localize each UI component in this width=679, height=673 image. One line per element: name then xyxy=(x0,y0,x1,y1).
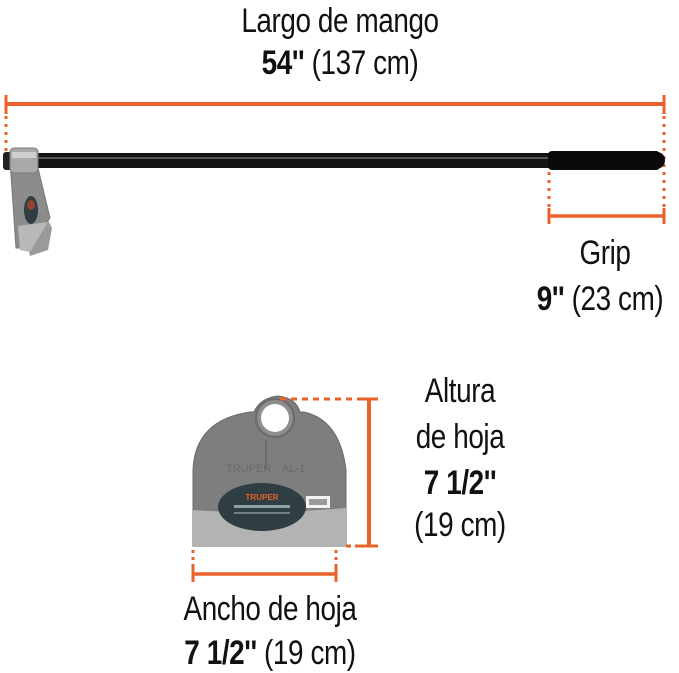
embossed-model-text: AL-1 xyxy=(282,463,305,475)
blade-height-imperial: 7 1/2'' xyxy=(394,466,525,500)
blade-width-dimension xyxy=(191,550,338,582)
grip-imperial: 9'' xyxy=(536,280,565,318)
blade-height-metric-text: (19 cm) xyxy=(414,506,506,544)
blade-height-title-2: de hoja xyxy=(415,418,505,456)
grip-metric: (23 cm) xyxy=(571,280,664,318)
blade-width-metric: (19 cm) xyxy=(264,634,356,672)
handle-length-title: Largo de mango xyxy=(241,2,439,40)
blade-height-metric: (19 cm) xyxy=(394,508,525,542)
blade-height-imperial-text: 7 1/2'' xyxy=(423,464,497,502)
blade-height-title-1: Altura xyxy=(424,372,496,410)
blade-height-dimension xyxy=(280,397,378,548)
grip-value: 9'' (23 cm) xyxy=(518,282,679,316)
grip-title: Grip xyxy=(579,234,631,272)
hoe-front-blade: TRUPER AL-1 TRUPER xyxy=(192,395,347,547)
blade-width-imperial: 7 1/2'' xyxy=(184,634,257,672)
handle-length-dimension xyxy=(4,95,666,205)
handle-length-value: 54'' (137 cm) xyxy=(217,46,463,80)
hoe-handle xyxy=(3,147,665,174)
truper-logo: TRUPER xyxy=(246,493,279,502)
handle-length-imperial: 54'' xyxy=(261,44,305,82)
blade-width-title: Ancho de hoja xyxy=(183,590,357,628)
grip-dimension xyxy=(547,172,666,224)
handle-length-metric: (137 cm) xyxy=(311,44,419,82)
embossed-brand-text: TRUPER xyxy=(226,463,271,475)
blade-width-value: 7 1/2'' (19 cm) xyxy=(163,636,376,670)
hoe-side-blade xyxy=(9,159,52,256)
